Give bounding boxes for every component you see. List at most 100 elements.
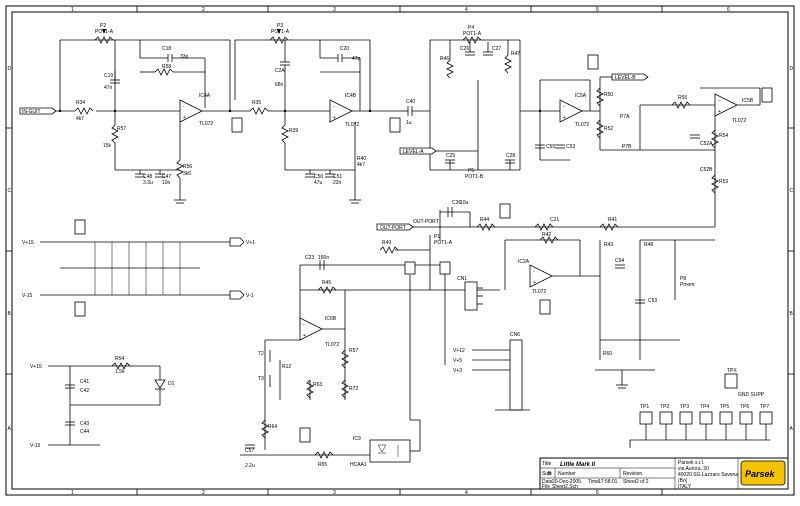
c2a-value: 68n	[275, 82, 284, 88]
time-value: 17:58:01	[598, 479, 618, 485]
stage-ic4a: IN-GUIT R34 4k7 P2 POT1-A C18 33p R58 C1…	[19, 23, 243, 204]
power-decoupling: V+15 V+1 V-15 V-1	[22, 219, 255, 317]
c48-value: 3.3u	[143, 180, 153, 186]
resistor-r49	[379, 246, 399, 254]
col-5-bottom: 5	[596, 490, 599, 496]
r64-label: R64	[268, 424, 277, 430]
r40-value: 4k7	[357, 162, 365, 168]
ic4a-label: IC4A	[199, 93, 211, 99]
connector-block: V+12 V+5 V+3 CN6	[453, 332, 530, 411]
r63-label: R63	[313, 382, 322, 388]
p4-label: P4	[468, 25, 474, 31]
c50-label: C50	[314, 174, 323, 180]
testpoint-c-ic2a	[539, 299, 551, 315]
ic4a-part: TL072	[199, 121, 213, 127]
company-name: Parsek s.r.l.	[678, 460, 704, 466]
resistor-r35	[249, 107, 269, 115]
p7a-label: P7A	[620, 114, 630, 120]
c53-label: C53	[566, 144, 575, 150]
sheet-value: 2 of 2	[636, 479, 649, 485]
r55-label: R55	[678, 95, 687, 101]
ic5a-label: IC5A	[575, 93, 587, 99]
testpoint-pwr-bottom	[74, 301, 86, 317]
v12-label: V+12	[453, 348, 465, 354]
r72-label: R72	[349, 386, 358, 392]
col-4-bottom: 4	[465, 490, 468, 496]
p8-value: Pmom	[680, 282, 694, 288]
pot-p4	[462, 36, 482, 44]
title-value: Little Mark II	[560, 462, 595, 468]
col-6-top: 6	[727, 7, 730, 13]
p3-value: POT1-A	[271, 29, 290, 35]
testpoint-c-stage2	[389, 117, 401, 133]
col-1-bottom: 1	[71, 490, 74, 496]
svg-text:+: +	[333, 115, 336, 121]
row-markers: D C B A D C B A	[6, 66, 794, 432]
port-level-b[interactable]	[611, 73, 649, 81]
cn1-label: CN1	[457, 276, 467, 282]
power-led: V+15 R54 1.5k D1 C41 C42 C43 C44 V-15	[30, 356, 175, 449]
ic4b-part: TL072	[345, 122, 359, 128]
c40-value: 1u	[406, 120, 412, 126]
ic5b-part: TL072	[732, 118, 746, 124]
resistor-r55	[671, 101, 691, 109]
r44-label: R44	[480, 217, 489, 223]
r52-label: R52	[604, 126, 613, 132]
pot-p3	[269, 36, 289, 44]
cn6-label: CN6	[510, 332, 520, 338]
number-label: Number	[558, 471, 576, 477]
resistor-r58	[154, 68, 174, 76]
svg-text:-: -	[183, 104, 185, 110]
col-5-top: 5	[596, 7, 599, 13]
v3-label: V+3	[453, 368, 462, 374]
c40-label: C40	[406, 99, 415, 105]
r56-value: 3k6	[183, 171, 191, 177]
title-label: Title	[542, 461, 551, 467]
led-d1	[154, 379, 166, 389]
company-addr3: (Bo)	[678, 478, 688, 484]
v15m-label-2: V-15	[30, 443, 41, 449]
row-a-left: A	[8, 426, 12, 432]
svg-text:-: -	[333, 104, 335, 110]
svg-text:+: +	[718, 109, 721, 115]
tp2-box	[659, 411, 673, 425]
port-in-label: IN-GUIT	[22, 109, 41, 115]
time-label: Time	[588, 479, 599, 485]
r12-label: R12	[282, 364, 291, 370]
tp6-label: TP6	[740, 404, 749, 410]
svg-text:-: -	[563, 104, 565, 110]
v5-label: V+5	[453, 358, 462, 364]
p2-label: P2	[100, 23, 106, 29]
c52b-label: C52B	[700, 167, 713, 173]
col-3-bottom: 3	[333, 490, 336, 496]
opamp-ic4a	[179, 99, 203, 123]
stage-ic5a: -+ IC5A TL072 C55 C53 LEVEL-B R50 R52 P7…	[520, 54, 649, 161]
level-a-label: LEVEL-A	[403, 149, 424, 155]
c20-value: 47p	[352, 56, 361, 62]
resistor-r34	[74, 107, 94, 115]
r39-label: R39	[289, 128, 298, 134]
stage-ic4b: R35 P3 POT1-A C2A 68n C20 47p -+ IC4B TL…	[230, 23, 430, 204]
resistor-r54	[711, 129, 719, 149]
v15m-label-1: V-15	[22, 293, 33, 299]
svg-text:+: +	[303, 333, 306, 339]
tp1-label: TP1	[640, 404, 649, 410]
svg-text:-: -	[718, 98, 720, 104]
c19-value: 47n	[104, 85, 113, 91]
resistor-r42	[539, 236, 559, 244]
resistor-r57	[111, 124, 119, 144]
svg-text:+: +	[533, 280, 536, 286]
opamp-ic2a	[529, 264, 553, 288]
port-level-a[interactable]	[399, 147, 437, 155]
c23-value: 150n	[318, 255, 329, 261]
col-2-bottom: 2	[202, 490, 205, 496]
tp5-box	[719, 411, 733, 425]
port-out-port[interactable]	[376, 223, 414, 231]
svg-text:-: -	[533, 269, 535, 275]
c20-label: C20	[340, 46, 349, 52]
p8-label: P8	[680, 276, 686, 282]
port-in-guit[interactable]	[19, 107, 57, 115]
r57-label: R57	[117, 126, 126, 132]
opamp-ic5b	[714, 93, 738, 117]
r34-value: 4k7	[76, 116, 84, 122]
